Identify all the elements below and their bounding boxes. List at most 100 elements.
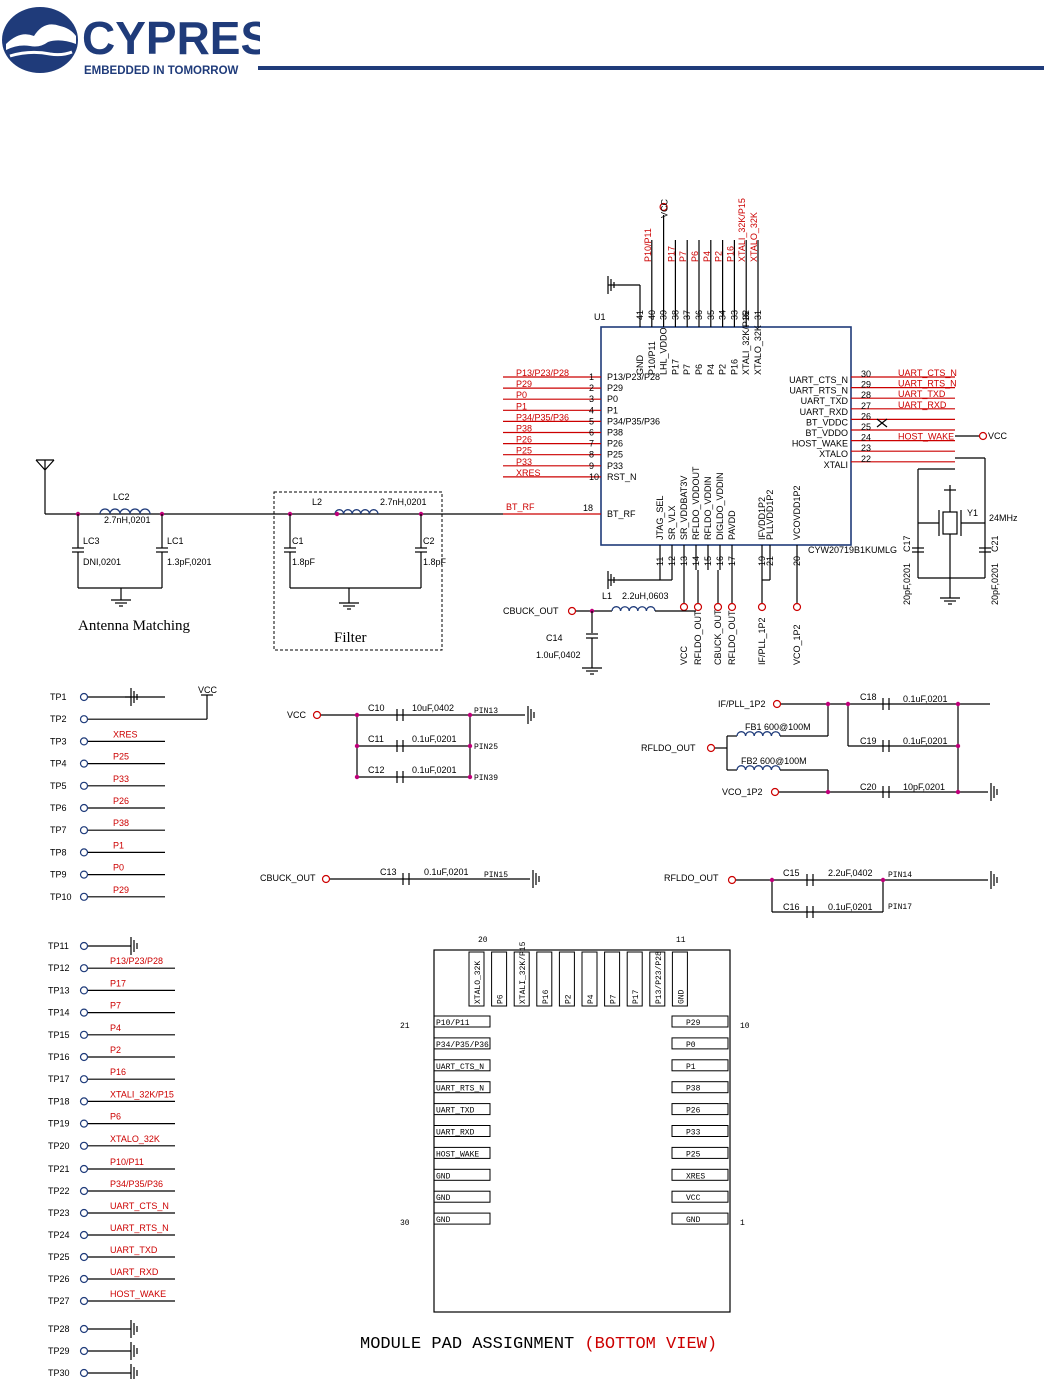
rfldo-cap-value: 2.2uF,0402 (828, 868, 873, 878)
ic-left-pin-net: P33 (516, 457, 532, 467)
shunt-value: 1.3pF,0201 (167, 557, 212, 567)
module-corner-label: 20 (478, 936, 488, 945)
module-right-pad-label: P29 (686, 1019, 701, 1028)
ferrite-in-label: RFLDO_OUT (641, 743, 696, 753)
test-point-circle (79, 848, 89, 857)
ic-top-pin-name: P4 (706, 364, 716, 375)
ic-bottom-pin-number: 17 (727, 556, 737, 566)
tp-label: TP17 (48, 1074, 70, 1084)
tp-net: XRES (113, 729, 138, 739)
l1-ref: L1 (602, 591, 612, 601)
ic-right-pin-name: UART_TXD (801, 396, 849, 406)
tp-label: TP7 (50, 825, 67, 835)
test-point-circle (79, 737, 89, 746)
ic-top-pin-net: XTALI_32K/P15 (737, 198, 747, 262)
test-point-circle (79, 1324, 89, 1334)
ic-top-pin-name: P6 (694, 364, 704, 375)
module-top-pad (649, 951, 666, 1007)
ic-part-number: CYW20719B1KUMLG (808, 545, 897, 555)
vcc-cap-value: 10uF,0402 (412, 703, 454, 713)
ic-top-pin-number: 38 (670, 310, 680, 320)
c17-ref: C17 (902, 535, 912, 552)
ic-left-pin-net: XRES (516, 468, 541, 478)
ic-left-pin-number: 5 (589, 416, 594, 426)
ic-rf-pin-name: BT_RF (607, 509, 636, 519)
ic-bottom-pin-number: 16 (715, 556, 725, 566)
tp-net: P38 (113, 818, 129, 828)
test-point-circle (79, 1097, 89, 1106)
ic-left-pin-number: 9 (589, 461, 594, 471)
rfldo-cap-ref: C15 (783, 868, 800, 878)
ic-right-pin-name: XTALI (824, 460, 848, 470)
filter-caption: Filter (334, 630, 367, 646)
ic-right-pin-number: 27 (861, 401, 871, 411)
c20-value: 10pF,0201 (903, 782, 945, 792)
test-point-circle (713, 602, 723, 612)
vcc-cap-ref: C10 (368, 703, 385, 713)
shunt-value: DNI,0201 (83, 557, 121, 567)
module-top-pad (513, 951, 530, 1007)
ic-top-pin-net: P2 (714, 251, 724, 262)
module-corner-label: 1 (740, 1219, 745, 1228)
ic-left-pin-name: P25 (607, 450, 623, 460)
crystal (942, 511, 958, 535)
tp-label: TP24 (48, 1230, 70, 1240)
test-point-circle (79, 759, 89, 768)
filter-cap-value: 1.8pF (292, 557, 316, 567)
junction-dot (467, 712, 473, 718)
rfldo-cap-ref: C16 (783, 902, 800, 912)
junction-dot (845, 701, 851, 707)
ic-bottom-pin-number: 11 (655, 557, 665, 566)
test-point-circle (79, 1186, 89, 1196)
rfldo-cap-pin: PIN17 (888, 903, 912, 912)
ic-right-pin-name: UART_RXD (800, 407, 849, 417)
ic-top-pin-number: 35 (706, 310, 716, 320)
module-left-pad-label: P10/P11 (436, 1019, 470, 1028)
ic-top-pin-name: P16 (729, 359, 739, 375)
ic-top-pin-number: 37 (682, 310, 692, 320)
ic-left-pin-name: P29 (607, 383, 623, 393)
module-right-pad-label: P25 (686, 1150, 701, 1159)
module-right-pad (671, 1081, 729, 1094)
ic-left-pin-name: P0 (607, 394, 618, 404)
no-connect (876, 418, 888, 428)
fb2-label: FB2 600@100M (741, 756, 807, 766)
vcc-cap-value: 0.1uF,0201 (412, 765, 457, 775)
ic-left-pin-net: P29 (516, 379, 532, 389)
module-right-pad (671, 1059, 729, 1072)
tp-net: P26 (113, 796, 129, 806)
test-point-circle (79, 1346, 89, 1356)
tp-net: P4 (110, 1023, 121, 1033)
tp-label: TP13 (48, 985, 70, 995)
tp-vcc-label: VCC (198, 685, 218, 695)
module-top-pad (491, 951, 508, 1007)
tp-label: TP3 (50, 736, 67, 746)
module-right-pad (671, 1103, 729, 1116)
tp-net: P0 (113, 863, 124, 873)
ic-top-pin-number: 32 (741, 310, 751, 320)
ic-left-pin-number: 1 (589, 372, 594, 382)
junction-dot (880, 877, 886, 883)
module-top-pad-label: XTALI_32K/P15 (519, 941, 528, 1004)
test-point-circle (79, 1164, 89, 1174)
if-net-label: IF/PLL_1P2 (718, 699, 766, 709)
lc2-value: 2.7nH,0201 (104, 515, 151, 525)
filter-cap-ref: C1 (292, 536, 304, 546)
module-right-pad-label: P0 (686, 1041, 696, 1050)
test-point-circle (79, 1230, 89, 1240)
antenna (44, 459, 55, 471)
ic-right-pin-net: UART_RTS_N (898, 379, 957, 389)
test-point-circle (79, 1052, 89, 1062)
test-point-circle (79, 892, 89, 901)
test-point-circle (312, 710, 322, 720)
tp-net: UART_TXD (110, 1245, 158, 1255)
ic-right-pin-number: 26 (861, 411, 871, 421)
test-point-circle (727, 875, 737, 885)
module-corner-label: 10 (740, 1022, 750, 1031)
ic-bottom-pin-name: SR_VLX (667, 505, 677, 540)
tp-label: TP26 (48, 1274, 70, 1284)
vcc-cap-pin: PIN25 (474, 743, 498, 752)
c20-ref: C20 (860, 782, 877, 792)
ic-top-pin-name: LHL_VDDO (659, 327, 669, 375)
header-rule (258, 66, 1044, 70)
